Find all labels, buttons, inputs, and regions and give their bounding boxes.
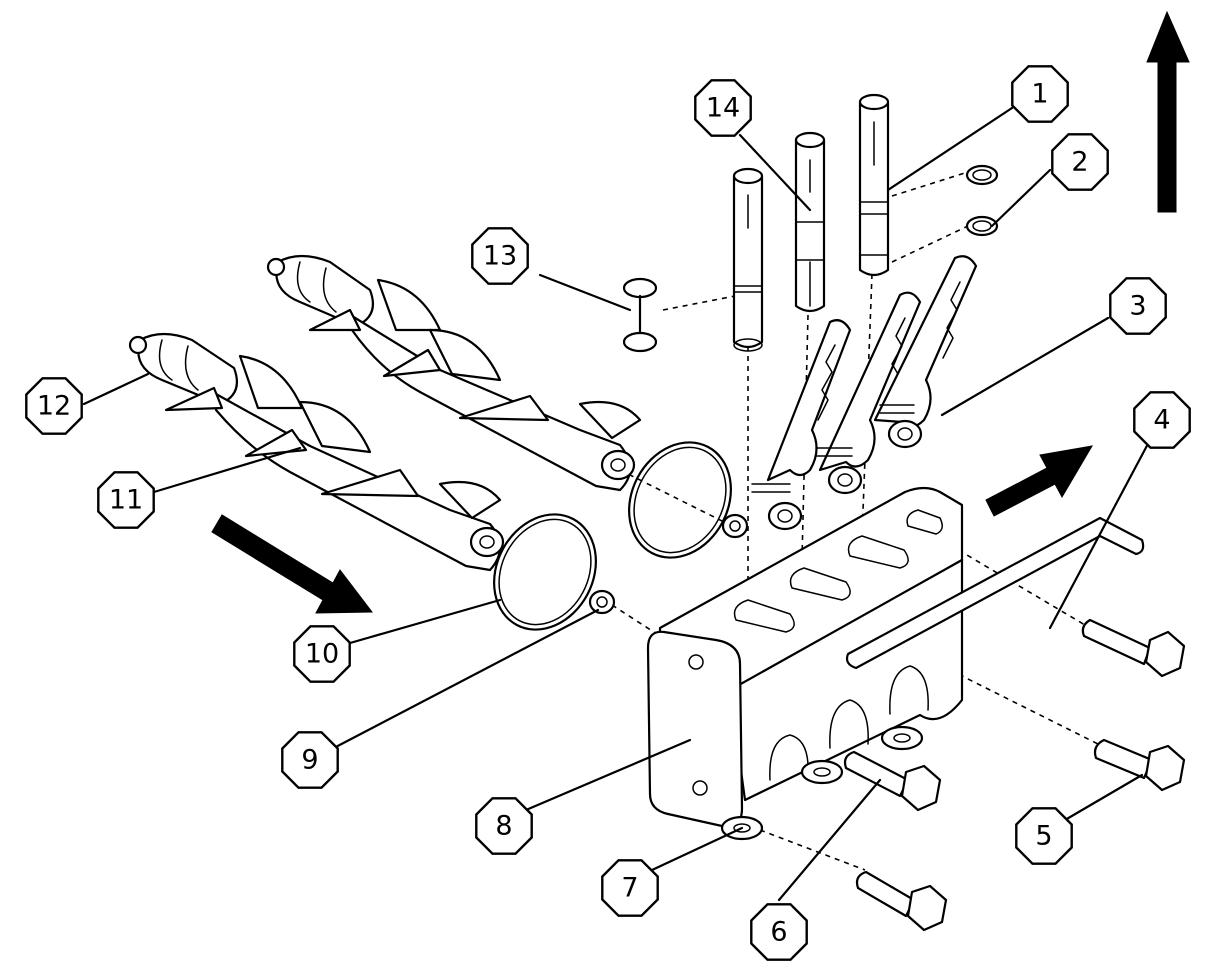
callout-label: 3	[1129, 291, 1146, 322]
callout-octagon	[1133, 391, 1191, 449]
callout-octagon	[1015, 807, 1073, 865]
callout-octagon	[601, 859, 659, 917]
callout-7: 7	[601, 859, 659, 917]
callout-3: 3	[1109, 277, 1167, 335]
callout-octagon	[1011, 65, 1069, 123]
callout-label: 6	[770, 917, 787, 948]
callout-octagon	[1109, 277, 1167, 335]
levers-3	[751, 255, 978, 531]
arrow-right-up	[985, 445, 1093, 517]
callout-13: 13	[471, 227, 529, 285]
callout-label: 5	[1035, 821, 1052, 852]
callout-label: 12	[37, 391, 71, 422]
bushings-9	[588, 513, 749, 615]
callout-octagon	[750, 903, 808, 961]
callout-9: 9	[281, 731, 339, 789]
callout-2: 2	[1051, 133, 1109, 191]
callout-octagon	[25, 377, 83, 435]
pin-1	[858, 93, 890, 277]
rotor-upper	[266, 254, 642, 492]
callout-octagon	[475, 797, 533, 855]
housing-8	[646, 486, 964, 828]
callout-5: 5	[1015, 807, 1073, 865]
bolts-5	[843, 618, 1186, 932]
callout-label: 13	[483, 241, 517, 272]
callout-octagon	[471, 227, 529, 285]
callout-octagon	[97, 471, 155, 529]
callout-label: 2	[1071, 147, 1088, 178]
arrow-down-right	[211, 514, 373, 614]
arrow-up	[1146, 10, 1190, 213]
o-rings-10	[493, 441, 732, 631]
callout-14: 14	[694, 79, 752, 137]
callout-label: 14	[706, 93, 740, 124]
callout-11: 11	[97, 471, 155, 529]
spool-13	[622, 277, 658, 353]
callout-6: 6	[750, 903, 808, 961]
callout-octagon	[1051, 133, 1109, 191]
callout-label: 1	[1031, 79, 1048, 110]
callout-octagon	[293, 625, 351, 683]
callout-label: 11	[109, 485, 143, 516]
pin-shaft-left	[732, 167, 764, 352]
hex-key-4	[845, 516, 1145, 670]
pin-14	[794, 131, 826, 313]
callout-8: 8	[475, 797, 533, 855]
callout-label: 4	[1153, 405, 1170, 436]
callout-label: 10	[305, 639, 339, 670]
callout-octagon	[281, 731, 339, 789]
callout-12: 12	[25, 377, 83, 435]
callout-4: 4	[1133, 391, 1191, 449]
callout-label: 9	[301, 745, 318, 776]
callout-10: 10	[293, 625, 351, 683]
callout-1: 1	[1011, 65, 1069, 123]
callout-leaders	[82, 106, 1152, 902]
callout-label: 8	[495, 811, 512, 842]
callout-label: 7	[621, 873, 638, 904]
callout-octagon	[694, 79, 752, 137]
rotor-lower	[128, 332, 505, 572]
